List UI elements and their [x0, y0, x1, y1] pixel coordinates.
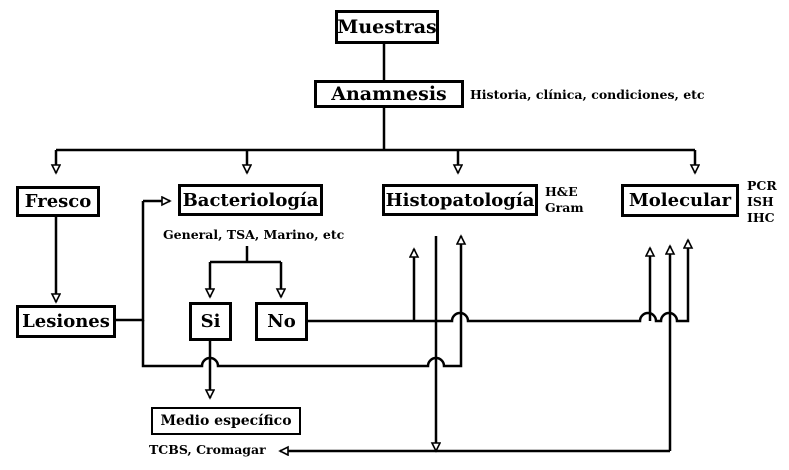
muestras-box: Muestras: [335, 10, 439, 44]
molecular-note-ish: ISH: [747, 194, 774, 209]
bacteriologia-note: General, TSA, Marino, etc: [163, 227, 345, 242]
anamnesis-box: Anamnesis: [314, 80, 464, 108]
histopatologia-note-he: H&E: [545, 184, 578, 199]
lesiones-lower-line: [141, 236, 461, 368]
si-box: Si: [189, 302, 232, 341]
molecular-box: Molecular: [621, 184, 739, 217]
anamnesis-note: Historia, clínica, condiciones, etc: [470, 87, 705, 102]
lesiones-box: Lesiones: [16, 305, 116, 338]
molecular-note-ihc: IHC: [747, 210, 775, 225]
lesiones-feedback-line: [116, 201, 145, 322]
medio-note: TCBS, Cromagar: [149, 442, 266, 457]
no-box: No: [255, 302, 308, 341]
molecular-note-pcr: PCR: [747, 178, 777, 193]
molecular-note: PCR ISH IHC: [747, 178, 777, 226]
fresco-box: Fresco: [16, 186, 100, 217]
histopatologia-note: H&E Gram: [545, 184, 584, 216]
histopatologia-note-gram: Gram: [545, 200, 584, 215]
medio-especifico-box: Medio específico: [151, 407, 301, 435]
no-line: [308, 240, 688, 323]
histopatologia-box: Histopatología: [382, 184, 538, 216]
bacteriologia-box: Bacteriología: [178, 184, 323, 216]
